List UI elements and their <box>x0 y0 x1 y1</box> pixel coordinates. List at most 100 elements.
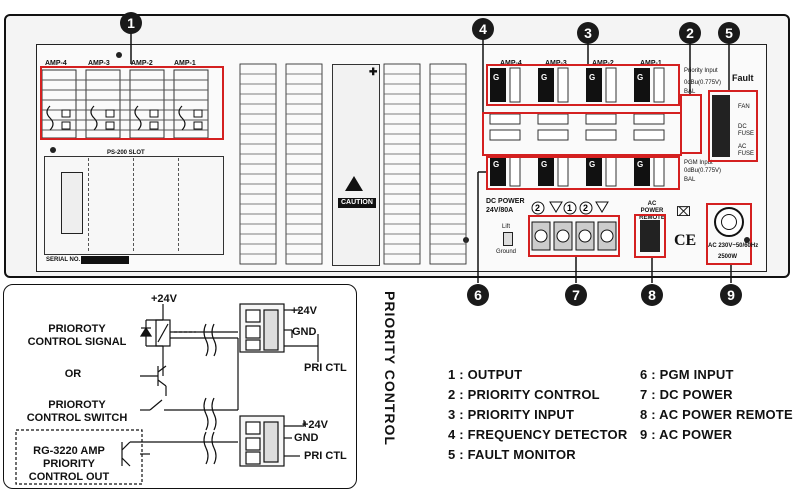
slot-divider <box>178 158 180 251</box>
legend-item-frequency-detector: 4 : FREQUENCY DETECTOR <box>448 427 628 442</box>
ac-remote-highlight <box>634 214 666 258</box>
screw-hole-icon <box>116 52 122 58</box>
fault-item-fan: FAN <box>738 104 750 110</box>
pgm-input-label: PGM Input <box>684 160 713 166</box>
legend-right: 6 : PGM INPUT 7 : DC POWER 8 : AC POWER … <box>640 365 793 445</box>
pc-switch-label: PRIOROTY CONTROL SWITCH <box>26 399 128 424</box>
legend-item-dc-power: 7 : DC POWER <box>640 387 733 402</box>
ac-power-watt: 2500W <box>718 254 738 260</box>
priority-control-highlight <box>680 94 702 154</box>
pc-gnd-label-2: GND <box>294 432 319 444</box>
legend-left: 1 : OUTPUT 2 : PRIORITY CONTROL 3 : PRIO… <box>448 365 627 465</box>
legend-item-ac-power-remote: 8 : AC POWER REMOTE <box>640 407 793 422</box>
callout-7-badge: 7 <box>565 284 587 306</box>
amp3-in-label: AMP-3 <box>545 60 567 67</box>
ac-remote-label: AC POWER REMOTE <box>639 201 665 221</box>
ac-power-spec: AC 230V~50/60Hz <box>708 243 759 249</box>
screw-hole-icon <box>50 147 56 153</box>
svg-text:G: G <box>493 73 499 82</box>
output-highlight <box>40 66 224 140</box>
pc-title: PRIORITY CONTROL <box>382 291 398 446</box>
callout-8-badge: 8 <box>641 284 663 306</box>
slot-label: PS-200 SLOT <box>107 150 145 156</box>
pc-plus24-bottom: +24V <box>302 419 328 431</box>
ac-power-highlight <box>706 203 752 265</box>
slot-divider <box>133 158 135 251</box>
ground-switch[interactable] <box>503 232 513 246</box>
legend-item-fault-monitor: 5 : FAULT MONITOR <box>448 447 576 462</box>
fault-item-ac-fuse: AC FUSE <box>738 144 755 157</box>
input-modules: G G G G G G G G <box>489 67 665 187</box>
legend-item-priority-control: 2 : PRIORITY CONTROL <box>448 387 600 402</box>
pc-gnd-label: GND <box>292 326 317 338</box>
svg-text:2: 2 <box>535 203 540 213</box>
caution-label: CAUTION <box>338 198 376 208</box>
ac-remote-connector[interactable] <box>640 220 660 252</box>
slot-divider <box>88 158 90 251</box>
dc-power-highlight <box>528 215 620 257</box>
screw-hole-icon <box>744 237 750 243</box>
cross-mark-icon: ✚ <box>369 67 378 78</box>
svg-text:G: G <box>589 73 595 82</box>
callout-leaders <box>130 32 732 283</box>
slot-module <box>61 172 83 234</box>
callout-5-badge: 5 <box>718 22 740 44</box>
svg-text:G: G <box>637 73 643 82</box>
callout-9-badge: 9 <box>720 284 742 306</box>
pc-plus24-top: +24V <box>151 293 177 305</box>
callout-1-badge: 1 <box>120 12 142 34</box>
priority-input-highlight <box>486 64 680 106</box>
pc-signal-label: PRIOROTY CONTROL SIGNAL <box>27 323 127 348</box>
fault-label: Fault <box>732 73 754 83</box>
callout-3-badge: 3 <box>577 22 599 44</box>
pc-rg-label: RG-3220 AMP PRIORITY CONTROL OUT <box>28 445 110 483</box>
pgm-input-spec-1: 0dBu(0.775V) <box>684 168 722 174</box>
pc-pri-ctl-label: PRI CTL <box>304 362 347 374</box>
serial-plate <box>81 256 129 264</box>
svg-text:G: G <box>589 160 595 169</box>
pc-or-label: OR <box>64 368 82 380</box>
ground-label: Ground <box>496 249 517 255</box>
legend-item-priority-input: 3 : PRIORITY INPUT <box>448 407 575 422</box>
priority-input-spec-1: 0dBu(0.775V) <box>684 80 722 86</box>
svg-text:G: G <box>493 160 499 169</box>
amp1-in-label: AMP-1 <box>640 60 662 67</box>
svg-text:1: 1 <box>567 203 572 213</box>
svg-text:G: G <box>541 73 547 82</box>
legend-item-pgm-input: 6 : PGM INPUT <box>640 367 734 382</box>
vent-grille <box>383 63 467 265</box>
amp2-in-label: AMP-2 <box>592 60 614 67</box>
serial-label: SERIAL NO. <box>46 257 81 263</box>
amp3-out-label: AMP-3 <box>88 60 110 67</box>
svg-text:G: G <box>637 160 643 169</box>
pgm-input-spec-2: BAL <box>684 177 696 183</box>
lift-label: Lift <box>502 224 511 230</box>
pc-plus24-terminal: +24V <box>291 305 317 317</box>
amp4-in-label: AMP-4 <box>500 60 522 67</box>
pgm-input-highlight <box>486 156 680 190</box>
warning-plate <box>332 64 380 266</box>
svg-text:2: 2 <box>583 203 588 213</box>
callout-6-badge: 6 <box>467 284 489 306</box>
ce-mark-icon: CE <box>674 232 697 249</box>
legend-item-output: 1 : OUTPUT <box>448 367 523 382</box>
priority-control-box <box>3 284 357 489</box>
dc-power-spec: 24V/80A <box>486 207 514 214</box>
weee-bin-icon: ⌧ <box>676 204 691 219</box>
vent-grille <box>239 63 323 265</box>
legend-item-ac-power: 9 : AC POWER <box>640 427 733 442</box>
svg-text:G: G <box>541 160 547 169</box>
pc-pri-ctl-label-2: PRI CTL <box>304 450 347 462</box>
callout-4-badge: 4 <box>472 18 494 40</box>
fault-item-dc-fuse: DC FUSE <box>738 124 755 137</box>
priority-input-label: Priority Input <box>684 68 718 74</box>
fault-terminal <box>712 95 730 157</box>
priority-control-wiring <box>15 303 319 485</box>
fault-monitor-highlight <box>708 90 758 162</box>
callout-2-badge: 2 <box>679 22 701 44</box>
warning-triangle-icon <box>345 176 363 191</box>
amp4-out-label: AMP-4 <box>45 60 67 67</box>
dc-power-terminals: 2 1 2 <box>531 201 617 251</box>
amp1-out-label: AMP-1 <box>174 60 196 67</box>
amp2-out-label: AMP-2 <box>131 60 153 67</box>
